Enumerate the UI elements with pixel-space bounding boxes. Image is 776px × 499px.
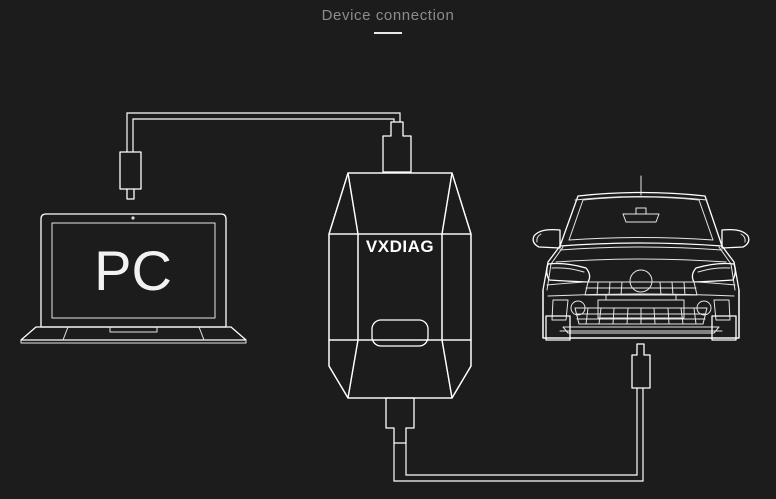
car-right-wheel: [711, 315, 737, 341]
car-left-fog-light: [570, 300, 586, 316]
car-lower-grille: [574, 307, 708, 325]
vxdiag-top-connector: [382, 121, 412, 173]
usb-connector: [119, 151, 142, 200]
obd-cable: [393, 388, 644, 482]
car: [532, 175, 750, 341]
car-upper-grille: [546, 281, 736, 296]
rear-view-mirror: [622, 213, 660, 223]
webcam-dot: [131, 216, 135, 220]
car-left-mirror: [532, 228, 561, 249]
car-right-fog-light: [696, 300, 712, 316]
title-underline: [374, 32, 402, 34]
car-right-mirror: [721, 228, 750, 249]
laptop: PC: [20, 213, 247, 344]
page-title: Device connection: [321, 7, 455, 24]
header: Device connection: [0, 0, 776, 48]
vxdiag-indicator-window: [371, 319, 429, 347]
vxdiag-device: VXDIAG: [328, 172, 472, 399]
car-license-plate: [597, 294, 685, 319]
vxdiag-brand-label: VXDIAG: [366, 237, 434, 256]
obd-connector-bottom: [385, 397, 415, 444]
car-emblem: [629, 269, 653, 293]
usb-cable: [126, 112, 401, 152]
car-left-wheel: [545, 315, 571, 341]
pc-screen-label: PC: [94, 239, 172, 302]
car-right-headlight: [691, 262, 736, 283]
obd-connector-car: [631, 343, 651, 389]
car-left-headlight: [546, 262, 591, 283]
